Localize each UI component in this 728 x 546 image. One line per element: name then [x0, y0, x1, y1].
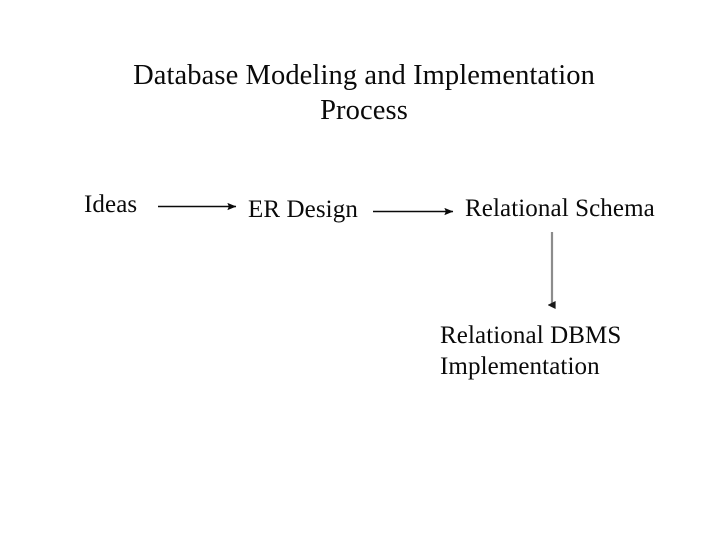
diagram-node-relational-schema: Relational Schema	[465, 195, 655, 222]
diagram-node-er-design: ER Design	[248, 196, 358, 223]
diagram-node-relational-dbms-implementation: Relational DBMS Implementation	[440, 322, 622, 380]
page-title: Database Modeling and Implementation Pro…	[133, 60, 595, 126]
diagram-node-ideas: Ideas	[84, 191, 138, 218]
